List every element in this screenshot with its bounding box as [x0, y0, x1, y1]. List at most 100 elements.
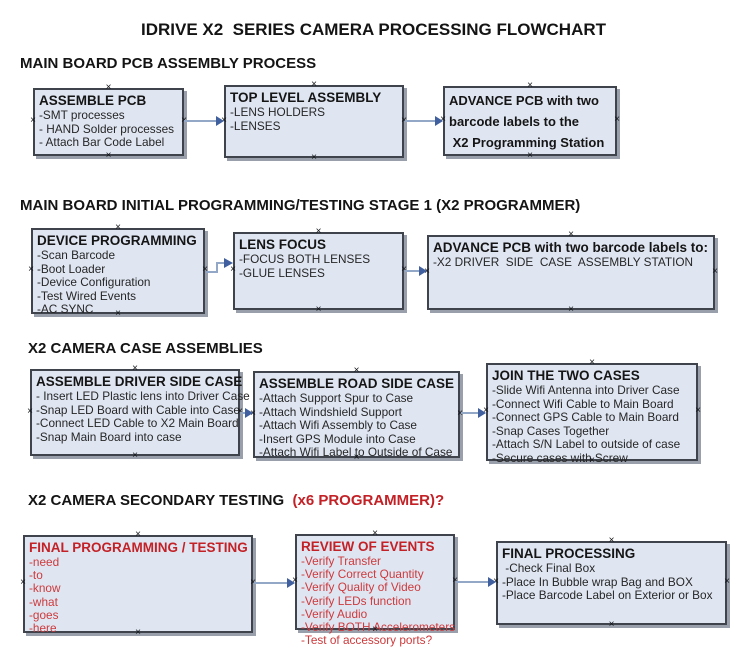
box-item: - Insert LED Plastic lens into Driver Ca… [36, 389, 250, 403]
box-item: -here [29, 621, 57, 636]
node-final-programming-testing[interactable]: FINAL PROGRAMMING / TESTING -need-to-kno… [20, 530, 256, 638]
box-item: -Connect LED Cable to X2 Main Board [36, 416, 239, 430]
node-title: ASSEMBLE PCB [39, 93, 147, 108]
node-title: FINAL PROGRAMMING / TESTING [29, 540, 248, 555]
node-title: TOP LEVEL ASSEMBLY [230, 90, 382, 105]
node-item-list: -Attach Support Spur to Case-Attach Wind… [259, 391, 455, 460]
section-header-programmer-question: (x6 PROGRAMMER)? [288, 492, 445, 509]
arrow-shaft [405, 120, 435, 122]
box-item: -Slide Wifi Antenna into Driver Case [492, 383, 680, 397]
node-final-processing[interactable]: FINAL PROCESSING -Check Final Box-Place … [493, 536, 730, 630]
node-title: FINAL PROCESSING [502, 546, 636, 561]
flow-arrow[interactable] [206, 258, 234, 276]
box-item: -Verify BOTH Accelerometers [301, 620, 456, 635]
node-item-list: -Slide Wifi Antenna into Driver Case-Con… [492, 383, 693, 465]
connection-handle-icon: × [20, 577, 26, 588]
arrow-head-icon [216, 116, 224, 126]
connection-handle-icon: × [695, 405, 701, 416]
box-item: - HAND Solder processes [39, 121, 175, 136]
box-item: ADVANCE PCB with two [449, 93, 599, 108]
arrow-head-icon [478, 408, 486, 418]
node-title: LENS FOCUS [239, 237, 327, 252]
node-title: ASSEMBLE ROAD SIDE CASE [259, 376, 455, 391]
box-item: -Attach Wifi Assembly to Case [259, 418, 417, 432]
flow-arrow[interactable] [184, 116, 224, 126]
arrow-shaft [461, 412, 478, 414]
flow-arrow[interactable] [456, 577, 496, 587]
box-item: -Secure cases with Screw [492, 450, 628, 465]
node-device-programming[interactable]: DEVICE PROGRAMMING -Scan Barcode-Boot Lo… [28, 223, 208, 319]
flow-arrow[interactable] [461, 408, 486, 418]
arrow-head-icon [419, 266, 427, 276]
node-assemble-driver-side-case[interactable]: ASSEMBLE DRIVER SIDE CASE - Insert LED P… [27, 364, 250, 461]
section-header-initial-programming: MAIN BOARD INITIAL PROGRAMMING/TESTING S… [20, 197, 581, 214]
box-item: -Attach Support Spur to Case [259, 391, 414, 405]
connection-handle-icon: × [712, 265, 718, 277]
node-title: DEVICE PROGRAMMING [37, 233, 197, 248]
node-title: ASSEMBLE DRIVER SIDE CASE [36, 374, 243, 389]
arrow-head-icon [488, 577, 496, 587]
node-title: JOIN THE TWO CASES [492, 368, 640, 383]
section-header-secondary-testing-label: X2 CAMERA SECONDARY TESTING [28, 492, 289, 509]
box-item: -Attach S/N Label to outside of case [492, 437, 681, 451]
connection-handle-icon: × [568, 304, 574, 315]
box-item: -Attach Wifi Label to Outside of Case [259, 445, 453, 459]
box-item: -Scan Barcode [37, 248, 116, 262]
flow-arrow[interactable] [405, 266, 427, 276]
box-item: -Snap Main Board into case [36, 429, 182, 444]
node-item-list: -Check Final Box-Place In Bubble wrap Ba… [502, 561, 722, 603]
arrow-head-icon [224, 258, 233, 268]
connection-handle-icon: × [724, 576, 730, 587]
section-header-case-assemblies: X2 CAMERA CASE ASSEMBLIES [28, 340, 263, 357]
arrow-shaft [241, 412, 245, 414]
node-advance-pcb-driver-side-station[interactable]: ADVANCE PCB with two barcode labels to: … [424, 230, 718, 315]
node-top-level-assembly[interactable]: TOP LEVEL ASSEMBLY -LENS HOLDERS-LENSES … [221, 80, 407, 163]
box-item: -Test of accessory ports? [301, 633, 433, 648]
section-header-pcb-assembly: MAIN BOARD PCB ASSEMBLY PROCESS [20, 55, 317, 72]
node-item-list: - Insert LED Plastic lens into Driver Ca… [36, 389, 250, 444]
box-item: - Attach Bar Code Label [39, 135, 165, 149]
flow-arrow[interactable] [405, 116, 443, 126]
node-item-list: -LENS HOLDERS-LENSES [230, 105, 399, 133]
connection-handle-icon: × [105, 150, 112, 161]
node-title: REVIEW OF EVENTS [301, 539, 435, 554]
arrow-head-icon [435, 116, 443, 126]
arrow-shaft [456, 581, 488, 583]
node-assemble-road-side-case[interactable]: ASSEMBLE ROAD SIDE CASE -Attach Support … [250, 366, 463, 463]
connection-handle-icon: × [315, 304, 322, 315]
box-item: -LENS HOLDERS [230, 105, 326, 119]
box-item: -SMT processes [39, 108, 125, 122]
node-assemble-pcb[interactable]: ASSEMBLE PCB -SMT processes- HAND Solder… [30, 83, 187, 161]
box-item: -what [29, 594, 58, 609]
node-lens-focus[interactable]: LENS FOCUS -FOCUS BOTH LENSES-GLUE LENSE… [230, 227, 407, 315]
box-item: -need [29, 555, 60, 569]
connection-handle-icon: × [132, 450, 138, 461]
box-item: -Verify Transfer [301, 554, 381, 568]
node-item-list: -SMT processes- HAND Solder processes- A… [39, 108, 179, 150]
box-item: -Place Barcode Label on Exterior or Box [502, 588, 713, 602]
box-item: -Device Configuration [37, 275, 151, 289]
connection-handle-icon: × [27, 405, 33, 417]
arrow-shaft [405, 270, 419, 272]
section-header-secondary-testing: X2 CAMERA SECONDARY TESTING (x6 PROGRAMM… [28, 492, 444, 509]
box-item: -Verify Quality of Video [301, 580, 421, 595]
box-item: -Insert GPS Module into Case [259, 431, 416, 446]
box-item: -AC SYNC [37, 302, 94, 316]
box-item: -know [29, 581, 61, 596]
flow-arrow[interactable] [254, 578, 295, 588]
box-item: X2 Programming Station [449, 135, 605, 150]
box-item: -to [29, 568, 43, 583]
arrow-shaft [206, 262, 224, 273]
connection-handle-icon: × [30, 115, 36, 126]
box-item: -Test Wired Events [37, 288, 136, 303]
node-join-the-two-cases[interactable]: JOIN THE TWO CASES -Slide Wifi Antenna i… [483, 358, 701, 466]
box-item: -FOCUS BOTH LENSES [239, 252, 371, 266]
box-item: -Verify Audio [301, 606, 368, 621]
flow-arrow[interactable] [241, 408, 253, 418]
box-item: -Boot Loader [37, 261, 106, 276]
box-item: -Snap Cases Together [492, 423, 610, 438]
node-review-of-events[interactable]: REVIEW OF EVENTS -Verify Transfer -Verify… [292, 529, 458, 647]
connection-handle-icon: × [28, 264, 34, 275]
